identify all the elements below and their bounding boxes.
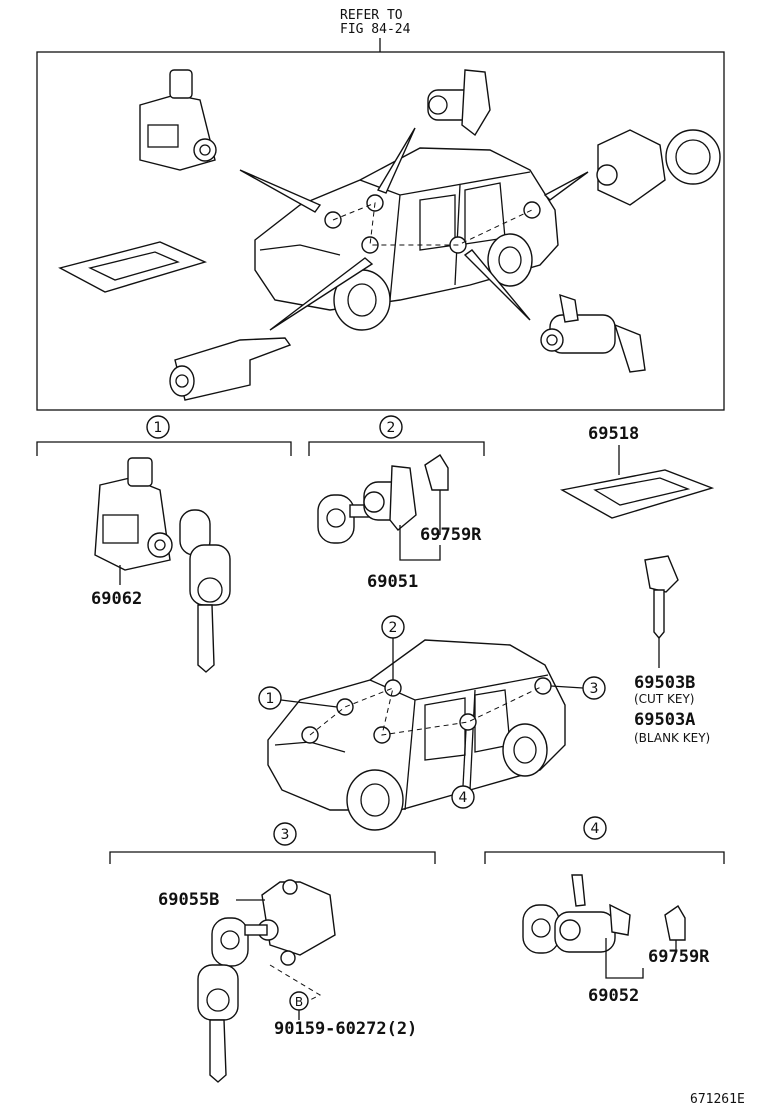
callout-4-car-label: 4 xyxy=(459,790,468,806)
ignition-switch-assembly xyxy=(94,457,231,673)
back-door-lock-cylinder xyxy=(197,879,336,1083)
key-blank xyxy=(644,555,679,640)
middle-car xyxy=(267,639,566,831)
leader-69051 xyxy=(399,525,441,561)
part-90159-60272[interactable]: 90159-60272(2) xyxy=(274,1019,417,1039)
section-4-bracket xyxy=(484,851,725,864)
section-3-bracket xyxy=(109,851,436,864)
callout-4-section-label: 4 xyxy=(591,821,600,837)
fig-reference[interactable]: FIG 84-24 xyxy=(340,22,411,37)
leader-69052 xyxy=(605,938,644,979)
door-lock-cylinder-4 xyxy=(522,874,686,954)
part-69518[interactable]: 69518 xyxy=(588,424,639,444)
part-69503b[interactable]: 69503B xyxy=(634,673,695,693)
drawing-id: 671261E xyxy=(690,1092,745,1107)
callout-2-top xyxy=(379,415,403,439)
overview-frame xyxy=(36,51,725,411)
callout-1-top xyxy=(146,415,170,439)
door-lock-cylinder-2 xyxy=(317,454,449,544)
callout-3-section xyxy=(273,822,297,846)
callout-3-section-label: 3 xyxy=(281,827,290,843)
plate-69518 xyxy=(559,469,715,519)
callout-3-car-label: 3 xyxy=(590,681,599,697)
part-69503b-note: (CUT KEY) xyxy=(634,692,694,706)
section-1-bracket xyxy=(36,441,292,456)
callout-1-car xyxy=(258,686,282,710)
section-2-bracket xyxy=(308,441,485,456)
part-69051[interactable]: 69051 xyxy=(367,572,418,592)
part-69759r-b[interactable]: 69759R xyxy=(648,947,710,967)
part-69055b[interactable]: 69055B xyxy=(158,890,219,910)
callout-4-section xyxy=(583,816,607,840)
part-69052[interactable]: 69052 xyxy=(588,986,639,1006)
part-69062[interactable]: 69062 xyxy=(91,589,142,609)
overview-parts xyxy=(58,69,721,401)
callout-2-top-label: 2 xyxy=(387,420,396,436)
overview-arrows xyxy=(239,127,589,331)
callout-2-car-label: 2 xyxy=(389,620,398,636)
part-69503a[interactable]: 69503A xyxy=(634,710,695,730)
callout-b-label: B xyxy=(295,995,303,1009)
part-69503a-note: (BLANK KEY) xyxy=(634,731,710,745)
part-69759r-a[interactable]: 69759R xyxy=(420,525,482,545)
refer-to-label: REFER TO xyxy=(340,8,403,23)
callout-1-top-label: 1 xyxy=(154,420,163,436)
callout-1-car-label: 1 xyxy=(266,691,275,707)
